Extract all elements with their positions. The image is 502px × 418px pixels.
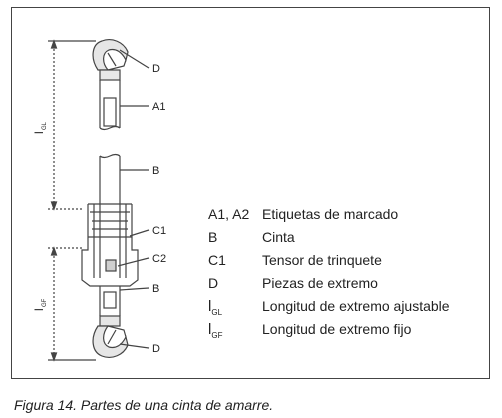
svg-text:l: l [32, 131, 46, 134]
svg-text:GL: GL [42, 121, 48, 130]
label-d-bottom: D [152, 343, 160, 355]
legend-description: Longitud de extremo fijo [262, 321, 412, 337]
legend-description: Longitud de extremo ajustable [262, 298, 450, 314]
symbol-main: l [208, 298, 212, 315]
symbol-main: l [208, 321, 212, 338]
legend-key-symbol: lGL [208, 298, 222, 317]
legend-key: D [208, 275, 219, 291]
ratchet-tensioner [81, 203, 139, 287]
legend-key-symbol: lGF [208, 321, 222, 340]
legend-key: C1 [208, 252, 226, 268]
leader-c1 [129, 229, 150, 237]
bottom-hook [92, 325, 129, 358]
figure-frame: D A1 B C1 C2 B D l GL l GF A1, A2 Etique… [11, 7, 490, 379]
label-c2: C2 [152, 253, 166, 265]
label-dim-gl: l GL [32, 121, 48, 134]
label-b-lower: B [152, 283, 159, 295]
label-b-upper: B [152, 165, 159, 177]
svg-text:l: l [32, 308, 46, 311]
symbol-sub: GF [211, 331, 223, 340]
lashing-strap-diagram: D A1 B C1 C2 B D l GL l GF [32, 39, 166, 362]
symbol-sub: GL [211, 308, 223, 317]
leader-d-top [119, 49, 150, 69]
leader-d-bottom [119, 343, 150, 349]
label-a1: A1 [152, 101, 165, 113]
legend-key: B [208, 229, 218, 245]
legend-description: Piezas de extremo [262, 275, 378, 291]
top-hook [92, 39, 129, 81]
upper-strap [99, 80, 121, 204]
label-dim-gf: l GF [32, 298, 48, 311]
legend-key: A1, A2 [208, 206, 250, 222]
legend-description: Cinta [262, 229, 295, 245]
dimension-line-gf [48, 246, 96, 362]
dimension-line-gl [48, 39, 96, 211]
legend-description: Etiquetas de marcado [262, 206, 399, 222]
svg-text:GF: GF [42, 298, 48, 307]
marking-label-a2 [105, 259, 117, 272]
leader-c2 [117, 257, 150, 267]
marking-label-a1 [103, 97, 117, 127]
figure-caption: Figura 14. Partes de una cinta de amarre… [14, 397, 274, 413]
legend-description: Tensor de trinquete [262, 252, 382, 268]
label-d-top: D [152, 63, 160, 75]
lower-strap [99, 286, 121, 327]
label-c1: C1 [152, 225, 166, 237]
leader-b-lower [119, 287, 150, 291]
